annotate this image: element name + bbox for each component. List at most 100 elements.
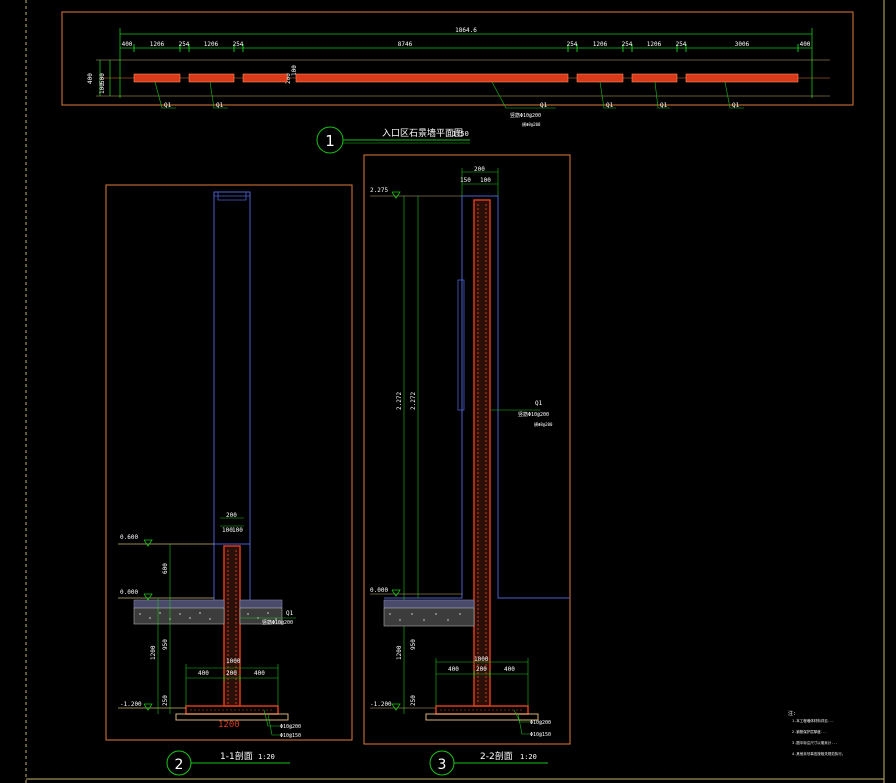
section-2-2: 200 150 100 2.275 2.272 2.272 950 1200 2…	[363, 154, 571, 745]
section2-vdim-0: 2.272	[396, 392, 403, 410]
plan-left-dim-1: 500	[99, 73, 106, 84]
plan-dim-9: 1206	[647, 41, 662, 48]
plan-wall-tags: Q1 Q1 Q1 Q1 Q1 Q1	[164, 102, 740, 109]
section1-wall-core	[223, 545, 241, 707]
plan-tag-4: Q1	[660, 102, 668, 109]
section1-soil-left	[133, 607, 225, 625]
plan-dim-5: 8746	[398, 41, 413, 48]
section2-tag: Q1	[535, 400, 543, 407]
plan-left-dim-4: 100	[291, 65, 298, 76]
section1-top-dim-0: 200	[226, 512, 237, 519]
section2-rebar-note-1: 竖筋Φ10@200	[518, 411, 549, 418]
section2-footing-dim-0: 1000	[474, 656, 489, 663]
plan-title-number: 1	[325, 132, 335, 150]
section1-bottom-note-1: Φ10@200	[280, 724, 301, 730]
section1-top-dim-1: 100	[222, 527, 233, 534]
section1-vdim-2: 1200	[150, 645, 157, 660]
plan-tag-2: Q1	[540, 102, 548, 109]
section2-bottom-note-1: Φ10@200	[530, 720, 551, 726]
plan-rebar-note-2: 横Φ8@200	[522, 121, 541, 127]
plan-dim-7: 1206	[593, 41, 608, 48]
notes-header: 注:	[788, 710, 796, 717]
plan-dim-6: 254	[567, 41, 578, 48]
plan-dim-3: 1206	[204, 41, 219, 48]
section2-footing-dim-1: 400	[448, 666, 459, 673]
section2-level-1: 0.000	[370, 587, 388, 594]
plan-dim-1: 1206	[150, 41, 165, 48]
plan-left-dim-2: 100	[99, 83, 106, 94]
wall-segment-7	[685, 73, 799, 83]
plan-tag-0: Q1	[164, 102, 172, 109]
plan-tag-1: Q1	[216, 102, 224, 109]
plan-dim-8: 254	[622, 41, 633, 48]
section2-top-dim-0: 200	[474, 166, 485, 173]
section2-level-2: -1.200	[370, 701, 392, 708]
section2-frame	[363, 154, 571, 745]
plan-dim-11: 3006	[735, 41, 750, 48]
section1-soil-right	[239, 607, 283, 625]
section1-footing-dim-0: 1000	[226, 658, 241, 665]
section1-frame	[105, 184, 353, 741]
plan-view: 1864.6 400 1206 254 1206 254 8746 254 12…	[61, 11, 854, 127]
section1-vdim-3: 250	[162, 695, 169, 706]
notes-line-3: 3.图中标注尺寸以毫米计...	[792, 740, 838, 745]
section2-title-block: 3 2-2剖面 1:20	[429, 750, 548, 776]
section2-gravel	[389, 613, 461, 621]
wall-segment-5	[576, 73, 624, 83]
plan-left-dim-0: 400	[87, 73, 94, 84]
plan-tag-3: Q1	[606, 102, 614, 109]
section1-level-0: 0.600	[120, 534, 138, 541]
plan-title-block: 1 入口区石景墙平面图 1:50	[316, 126, 470, 154]
section-1-1: 200 100 100 1000 400 200 400	[105, 184, 353, 741]
general-notes: 注: 1.本工程墙体材料详见... 2.钢筋保护层厚度... 3.图中标注尺寸以…	[788, 710, 845, 756]
section1-gravel	[139, 612, 277, 620]
section2-footing-dim-3: 400	[504, 666, 515, 673]
sheet-border	[25, 0, 885, 783]
section1-footing-dim-3: 400	[254, 670, 265, 677]
section1-footing-base	[175, 713, 289, 721]
section2-scale: 1:20	[520, 753, 537, 761]
section2-top-dim-1: 150	[460, 177, 471, 184]
section1-level-2: -1.200	[120, 701, 142, 708]
wall-segment-6	[631, 73, 678, 83]
plan-frame	[61, 11, 854, 106]
section2-wall-core	[473, 199, 491, 707]
wall-segment-2	[188, 73, 235, 83]
section2-footing-base	[425, 713, 539, 721]
section1-level-marks	[118, 539, 214, 711]
notes-line-4: 4.其他未尽事宜按相关规范执行。	[792, 751, 845, 756]
plan-dim-10: 254	[676, 41, 687, 48]
section2-bottom-note-2: Φ10@150	[530, 732, 551, 738]
section1-vdim-0: 600	[162, 563, 169, 574]
wall-segment-3	[242, 73, 288, 83]
section2-level-0: 2.275	[370, 187, 388, 194]
plan-segment-dims: 400 1206 254 1206 254 8746 254 1206 254 …	[122, 41, 811, 48]
section1-top-dim-2: 100	[232, 527, 243, 534]
plan-wall-segments	[133, 73, 799, 83]
section1-stone-block	[213, 191, 251, 545]
plan-dim-12: 400	[800, 41, 811, 48]
section1-title: 1-1剖面	[220, 750, 253, 762]
section2-footing-dim-2: 200	[476, 666, 487, 673]
section1-tag: Q1	[286, 610, 294, 617]
plan-total-dim: 1864.6	[455, 27, 477, 34]
section2-vdim-2: 950	[410, 639, 417, 650]
section1-rebar-note: 竖筋Φ10@200	[262, 619, 293, 626]
section1-title-block: 2 1-1剖面 1:20	[166, 750, 290, 776]
plan-dim-4: 254	[233, 41, 244, 48]
plan-dim-2: 254	[179, 41, 190, 48]
section2-inset-panel	[457, 279, 465, 411]
section2-rebar-note-2: 横Φ8@200	[534, 421, 553, 427]
plan-tag-5: Q1	[732, 102, 740, 109]
plan-scale: 1:50	[452, 130, 469, 138]
section1-bottom-note-2: Φ10@150	[280, 733, 301, 739]
section1-level-1: 0.000	[120, 589, 138, 596]
plan-left-dim-3: 200	[285, 73, 292, 84]
section1-footing-dim-1: 400	[198, 670, 209, 677]
section1-footing-dim-2: 200	[226, 670, 237, 677]
notes-line-1: 1.本工程墙体材料详见...	[792, 718, 834, 723]
plan-dim-0: 400	[122, 41, 133, 48]
section2-title-number: 3	[438, 757, 447, 773]
section2-soil	[383, 607, 475, 627]
